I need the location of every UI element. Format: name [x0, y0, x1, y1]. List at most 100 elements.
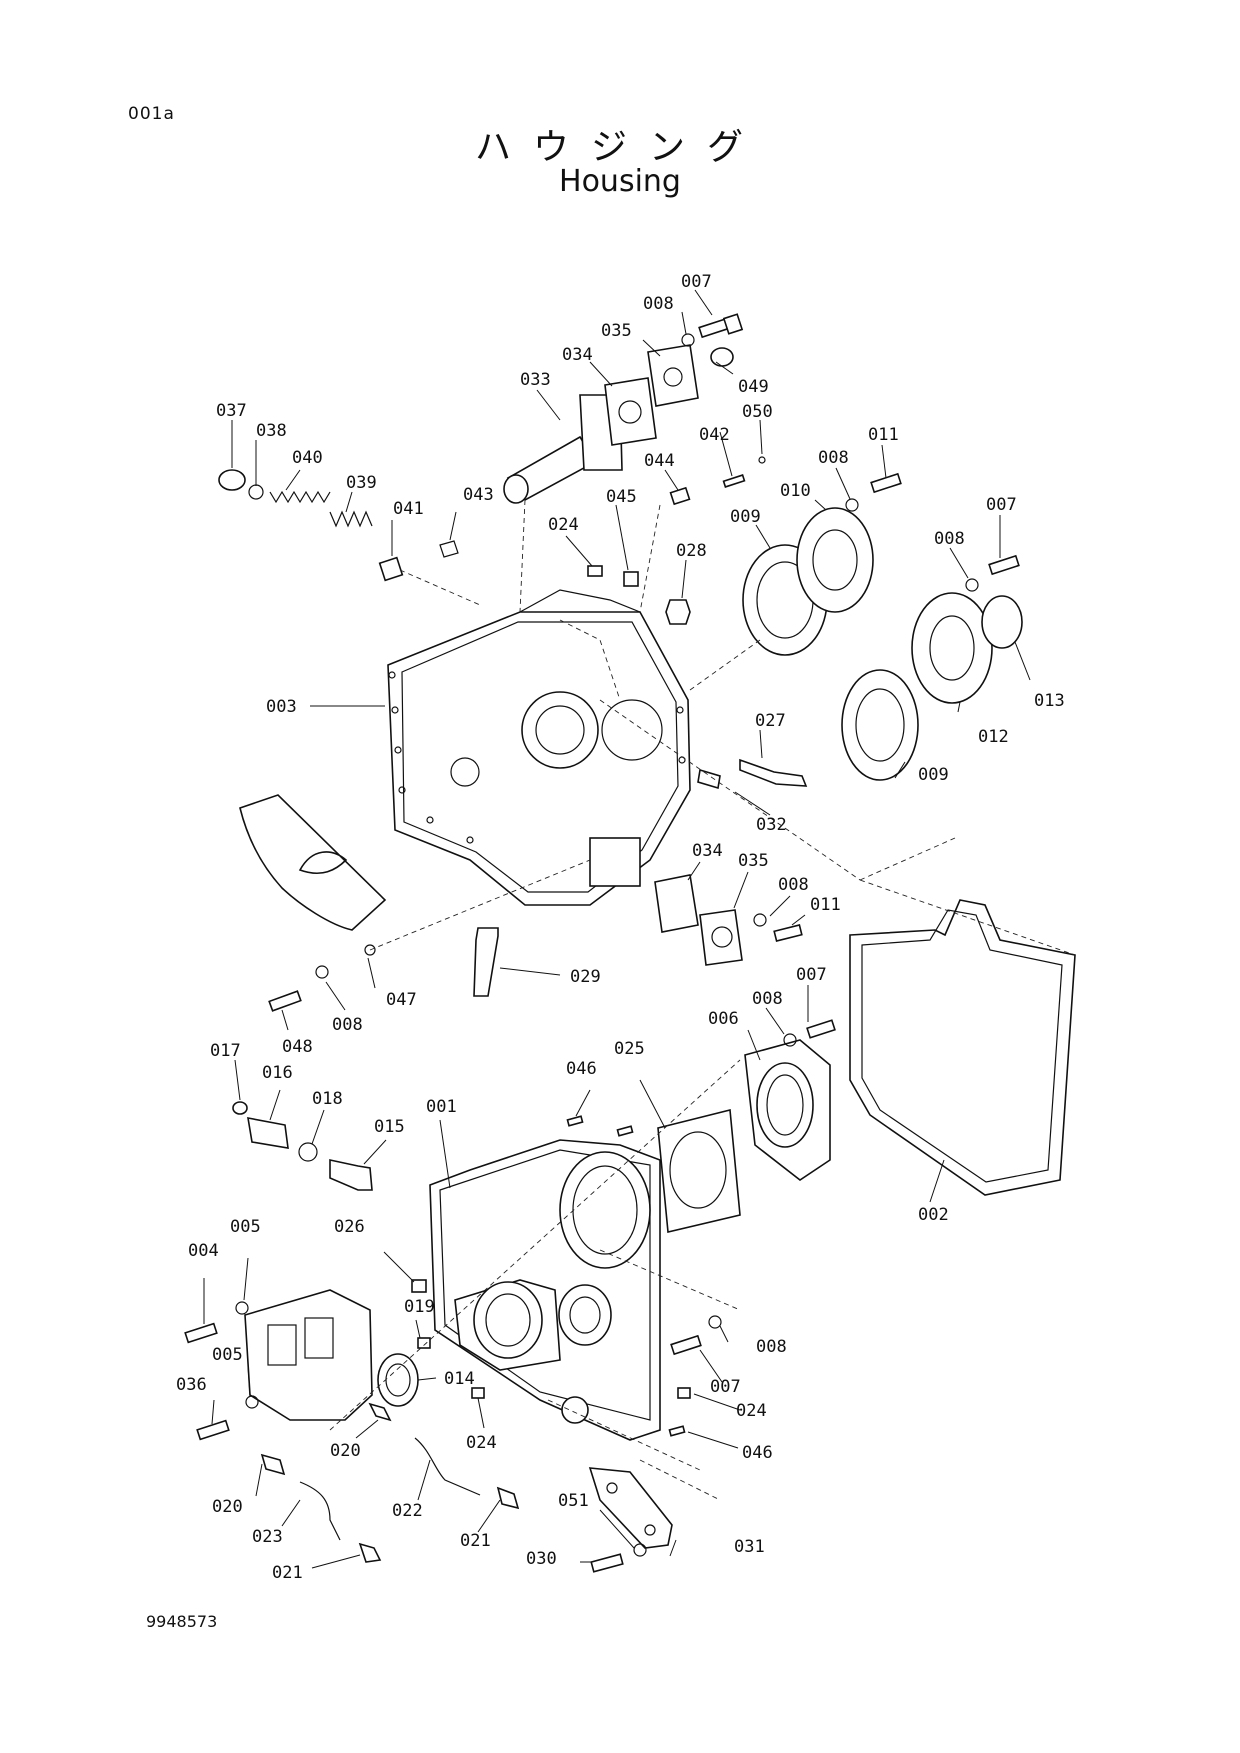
washer-008-mid — [845, 498, 859, 512]
washer-008-low — [753, 913, 767, 927]
label-018: 018 — [312, 1089, 343, 1109]
gasket-009-low — [841, 669, 919, 781]
label-006: 006 — [708, 1009, 739, 1029]
title-english: Housing — [559, 164, 681, 199]
label-028: 028 — [676, 541, 707, 561]
bolt-007-right — [988, 554, 1020, 576]
plug-043 — [439, 540, 459, 558]
label-030: 030 — [526, 1549, 557, 1569]
washer-008-top — [681, 333, 695, 347]
label-008: 008 — [643, 294, 674, 314]
label-029: 029 — [570, 967, 601, 987]
elbow-021-b — [496, 1486, 520, 1510]
label-008: 008 — [778, 875, 809, 895]
filter-tube-033 — [503, 394, 623, 504]
sensor-016 — [247, 1117, 289, 1149]
breather-028 — [665, 599, 691, 625]
label-027: 027 — [755, 711, 786, 731]
label-020: 020 — [330, 1441, 361, 1461]
bolt-036 — [196, 1419, 230, 1441]
label-003: 003 — [266, 697, 297, 717]
label-014: 014 — [444, 1369, 475, 1389]
label-017: 017 — [210, 1041, 241, 1061]
valve-block — [244, 1289, 373, 1421]
label-046: 046 — [566, 1059, 597, 1079]
bolt-048 — [268, 990, 302, 1012]
label-033: 033 — [520, 370, 551, 390]
ball-050 — [758, 456, 766, 464]
plug-037 — [218, 469, 246, 491]
plug-026 — [411, 1279, 427, 1293]
cover-035-low — [699, 909, 743, 966]
cover-010 — [796, 507, 874, 613]
page-code: 001a — [128, 104, 175, 124]
gasket-034-low — [654, 874, 699, 933]
plug-032 — [697, 768, 721, 790]
label-005: 005 — [212, 1345, 243, 1365]
label-007: 007 — [796, 965, 827, 985]
bearing-014 — [377, 1353, 419, 1407]
plug-024-r — [677, 1387, 691, 1399]
plug-049 — [710, 347, 734, 367]
label-004: 004 — [188, 1241, 219, 1261]
label-024: 024 — [548, 515, 579, 535]
fitting-020-b — [260, 1453, 286, 1476]
bracket-031 — [588, 1467, 673, 1549]
oring-018 — [298, 1142, 318, 1162]
label-021: 021 — [272, 1563, 303, 1583]
label-037: 037 — [216, 401, 247, 421]
label-024: 024 — [466, 1433, 497, 1453]
label-008: 008 — [332, 1015, 363, 1035]
label-012: 012 — [978, 727, 1009, 747]
label-010: 010 — [780, 481, 811, 501]
tube-023 — [299, 1481, 341, 1541]
elbow-021-a — [358, 1542, 382, 1563]
bolt-007-006 — [806, 1019, 836, 1039]
label-035: 035 — [738, 851, 769, 871]
washer-005-low — [245, 1395, 259, 1409]
fitting-027 — [739, 758, 808, 787]
label-008: 008 — [752, 989, 783, 1009]
leader-lines — [203, 289, 1031, 1569]
washer-008-right — [965, 578, 979, 592]
plug-024-mid — [471, 1387, 485, 1399]
title-japanese: ハウジング — [474, 127, 765, 168]
plug-045 — [623, 571, 639, 587]
washer-008-006 — [783, 1033, 797, 1047]
pin-042 — [722, 474, 746, 488]
label-047: 047 — [386, 990, 417, 1010]
sleeve-041 — [378, 556, 404, 582]
fitting-020-a — [368, 1402, 392, 1422]
label-011: 011 — [868, 425, 899, 445]
plug-044 — [669, 486, 691, 506]
spring-040 — [269, 490, 331, 504]
label-008: 008 — [818, 448, 849, 468]
washer-005-top — [235, 1301, 249, 1315]
label-042: 042 — [699, 425, 730, 445]
spring-039 — [329, 510, 373, 528]
plug-024-top — [587, 565, 603, 577]
label-007: 007 — [681, 272, 712, 292]
label-016: 016 — [262, 1063, 293, 1083]
label-009: 009 — [918, 765, 949, 785]
label-032: 032 — [756, 815, 787, 835]
document-number: 9948573 — [146, 1612, 218, 1631]
bolt-004 — [184, 1322, 218, 1344]
label-024: 024 — [736, 1401, 767, 1421]
label-008: 008 — [756, 1337, 787, 1357]
label-005: 005 — [230, 1217, 261, 1237]
bolt-030 — [590, 1553, 624, 1573]
label-038: 038 — [256, 421, 287, 441]
gasket-002 — [849, 899, 1076, 1196]
label-049: 049 — [738, 377, 769, 397]
cover-035 — [647, 344, 699, 407]
assembly-lines — [329, 499, 1076, 1501]
label-002: 002 — [918, 1205, 949, 1225]
label-025: 025 — [614, 1039, 645, 1059]
washer-047 — [364, 944, 376, 956]
label-007: 007 — [986, 495, 1017, 515]
label-034: 034 — [692, 841, 723, 861]
label-045: 045 — [606, 487, 637, 507]
pin-046-top — [566, 1115, 584, 1127]
fitting-015 — [329, 1159, 373, 1191]
